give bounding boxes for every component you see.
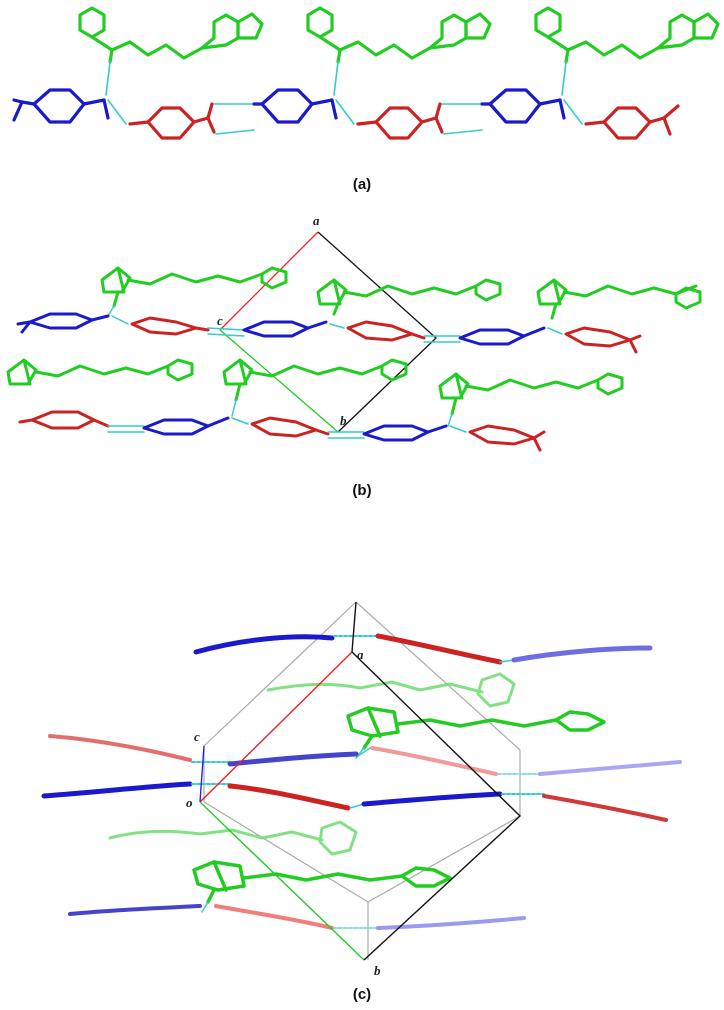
axis-label-a: a [313, 213, 320, 228]
caption-c: (c) [352, 986, 372, 1003]
unit-cell-c-back [203, 601, 521, 960]
axis-label-c: c [194, 729, 200, 744]
panel-c-diagram [41, 601, 682, 961]
molecule-unit-1 [12, 6, 264, 140]
axis-label-a: a [357, 647, 364, 662]
molecule-unit-3 [480, 6, 720, 140]
panel-a-diagram [12, 6, 720, 140]
panel-b-diagram [6, 231, 702, 452]
molecule-unit-2 [252, 6, 492, 140]
caption-a: (a) [352, 176, 372, 193]
panel-b: a c b (b) [0, 200, 724, 510]
axis-label-b: b [340, 413, 347, 428]
axis-label-o: o [186, 795, 193, 810]
axis-label-b: b [374, 963, 381, 978]
axis-label-c: c [217, 313, 223, 328]
panel-a: (a) [0, 0, 724, 200]
unit-cell-c-front [199, 601, 522, 961]
unit-cell-b [219, 231, 437, 433]
panel-c: a c o b (c) [0, 580, 724, 1010]
caption-b: (b) [352, 482, 372, 499]
